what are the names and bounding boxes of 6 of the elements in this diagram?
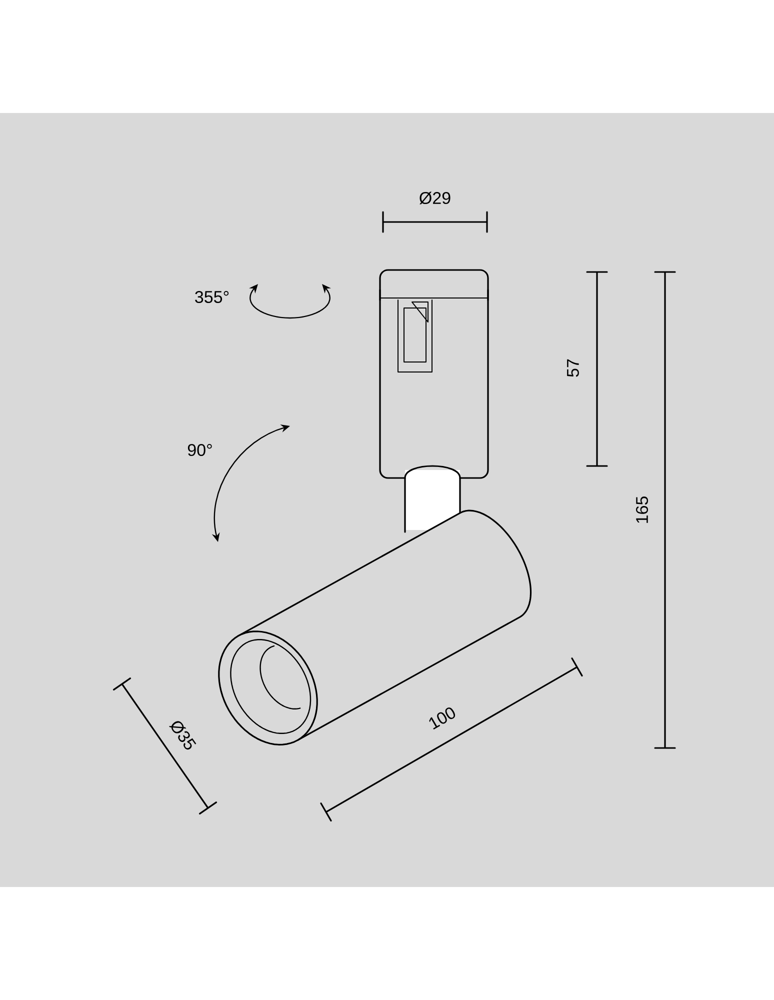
- dimension-label: Ø29: [420, 192, 450, 204]
- dimension-label: 165: [636, 496, 648, 523]
- dimension-label: 57: [567, 359, 579, 377]
- rotation-label: 90°: [188, 444, 212, 456]
- rotation-label: 355°: [195, 290, 229, 304]
- dimension-label: 100: [429, 707, 456, 730]
